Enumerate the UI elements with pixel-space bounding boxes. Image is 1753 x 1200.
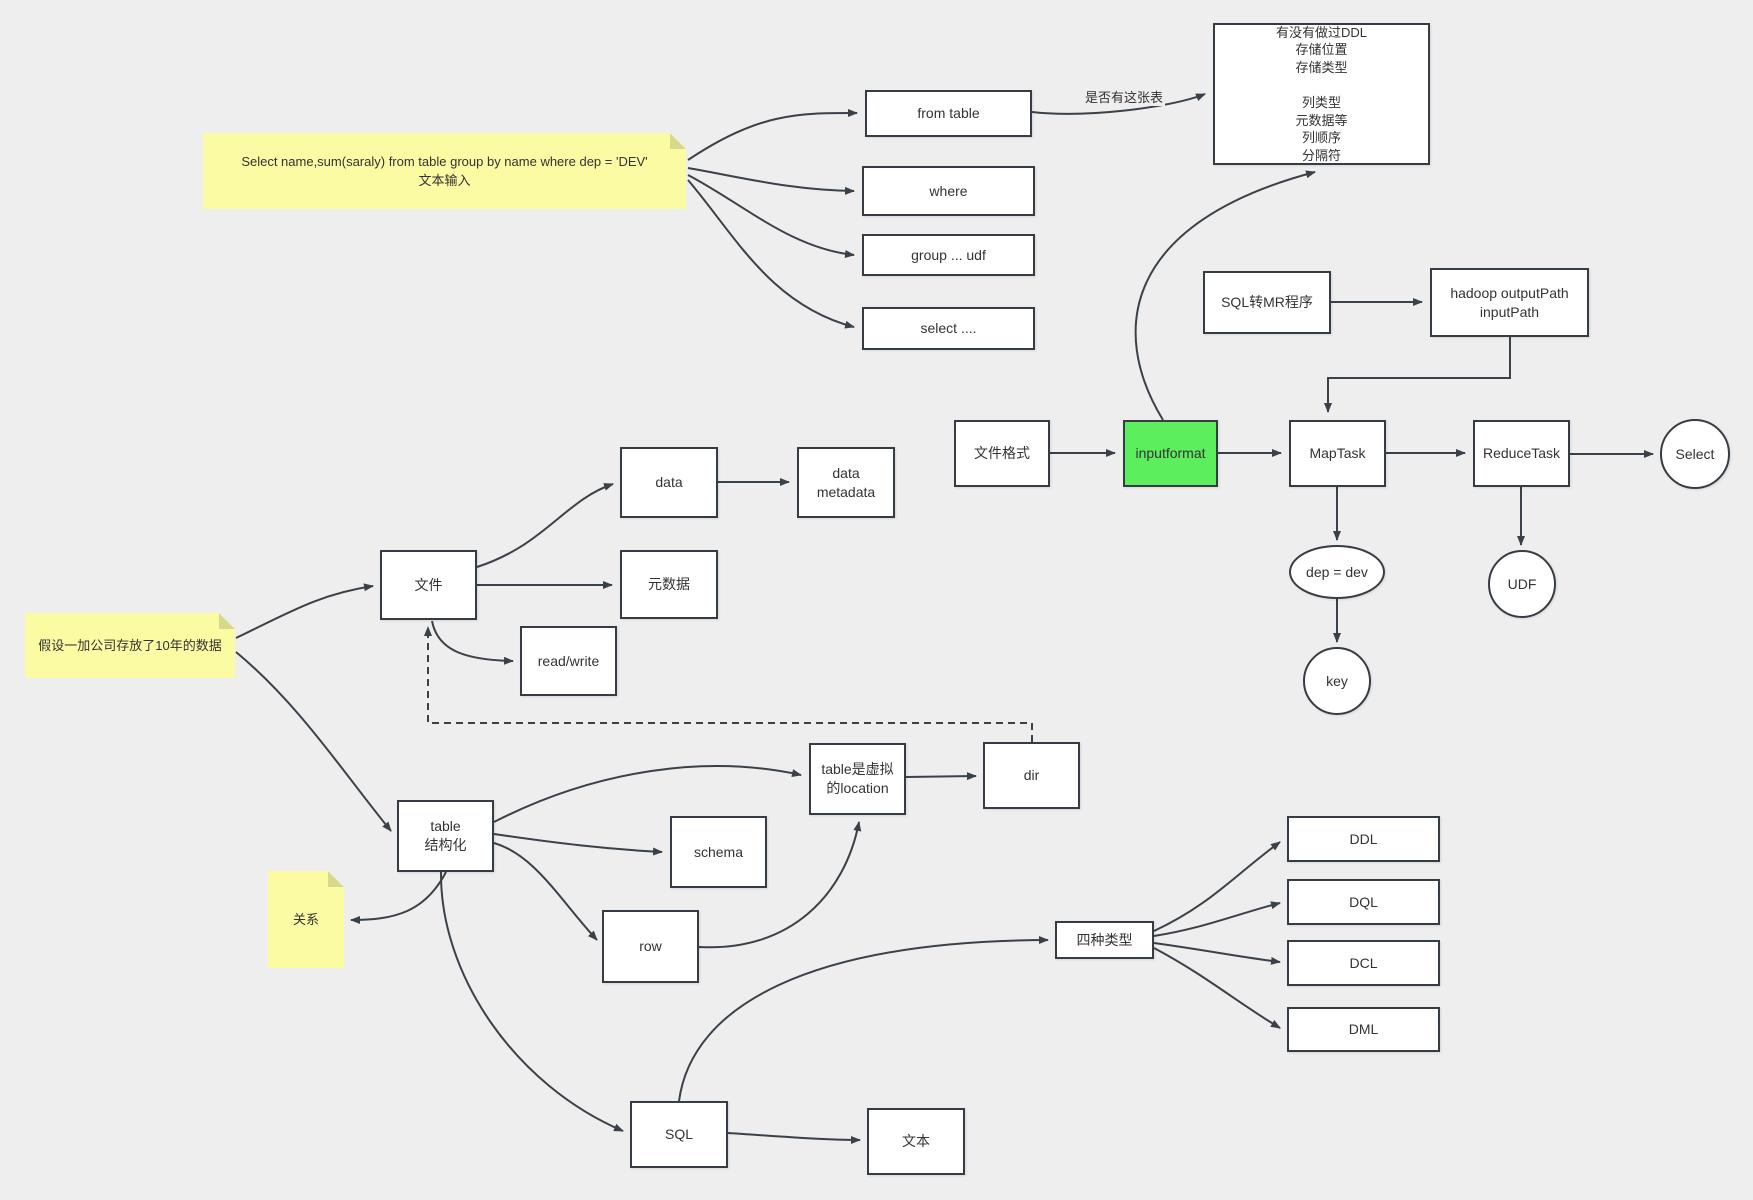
node-row[interactable]: row	[602, 910, 699, 983]
node-sql[interactable]: SQL	[630, 1101, 728, 1168]
node-inputformat[interactable]: inputformat	[1123, 420, 1218, 487]
node-from-table[interactable]: from table	[865, 90, 1032, 137]
edge-from-table-to-ddl-info[interactable]	[1031, 93, 1206, 115]
node-text-cn[interactable]: 文本	[867, 1108, 965, 1175]
edge-table-to-sql[interactable]	[439, 871, 624, 1132]
node-schema[interactable]: schema	[670, 816, 767, 888]
node-table-structured[interactable]: table 结构化	[397, 800, 494, 872]
edge-table-to-schema[interactable]	[493, 833, 663, 856]
node-map-task[interactable]: MapTask	[1289, 420, 1386, 487]
edge-hadoop-to-maptask[interactable]	[1324, 337, 1511, 413]
edge-fourtypes-to-dml[interactable]	[1153, 947, 1281, 1029]
edge-note-to-where[interactable]	[687, 167, 855, 195]
node-select-dots[interactable]: select ....	[862, 307, 1035, 350]
edge-note10y-to-table[interactable]	[235, 651, 392, 832]
edge-inputformat-to-ddl-info[interactable]	[1134, 170, 1316, 421]
node-data-metadata[interactable]: data metadata	[797, 447, 895, 518]
node-hadoop-paths[interactable]: hadoop outputPath inputPath	[1430, 268, 1589, 337]
node-dcl[interactable]: DCL	[1287, 940, 1440, 986]
edge-sql-to-text[interactable]	[727, 1132, 861, 1144]
node-select-circle[interactable]: Select	[1660, 419, 1730, 489]
edge-label-table-exists[interactable]: 是否有这张表	[1083, 87, 1166, 106]
edge-note-to-select[interactable]	[687, 179, 855, 329]
node-read-write[interactable]: read/write	[520, 626, 617, 696]
node-group-udf[interactable]: group ... udf	[862, 234, 1035, 276]
edge-dir-to-file-dashed[interactable]	[424, 626, 1033, 742]
node-where[interactable]: where	[862, 166, 1035, 216]
edge-note-to-group[interactable]	[687, 174, 855, 258]
sticky-note-ten-years[interactable]: 假设一加公司存放了10年的数据	[25, 613, 235, 678]
node-table-virtual[interactable]: table是虚拟 的location	[809, 743, 906, 815]
edge-table-to-row[interactable]	[493, 842, 598, 941]
node-dml[interactable]: DML	[1287, 1007, 1440, 1052]
edge-file-to-readwrite[interactable]	[431, 620, 514, 665]
sticky-note-ten-years-text: 假设一加公司存放了10年的数据	[38, 637, 222, 653]
edge-fourtypes-to-dql[interactable]	[1153, 901, 1281, 937]
sticky-note-sql-input-text: Select name,sum(saraly) from table group…	[241, 153, 648, 188]
node-dep-dev[interactable]: dep = dev	[1289, 545, 1385, 599]
node-dir[interactable]: dir	[983, 742, 1080, 809]
node-dql[interactable]: DQL	[1287, 879, 1440, 925]
edge-table-to-relation-note[interactable]	[350, 871, 447, 924]
edge-sql-to-fourtypes[interactable]	[678, 936, 1049, 1102]
node-reduce-task[interactable]: ReduceTask	[1473, 420, 1570, 487]
node-sql-to-mr[interactable]: SQL转MR程序	[1203, 271, 1331, 334]
node-data[interactable]: data	[620, 447, 718, 518]
edge-virtual-to-dir[interactable]	[905, 772, 977, 781]
edge-row-to-virtual[interactable]	[698, 821, 862, 949]
sticky-note-relation[interactable]: 关系	[268, 871, 344, 968]
edge-note-to-from-table[interactable]	[687, 108, 858, 161]
node-ddl-info[interactable]: 有没有做过DDL 存储位置 存储类型 列类型 元数据等 列顺序 分隔符	[1213, 23, 1430, 165]
node-file-format[interactable]: 文件格式	[954, 420, 1050, 487]
sticky-note-relation-text: 关系	[292, 911, 319, 927]
edge-fourtypes-to-dcl[interactable]	[1153, 942, 1281, 965]
node-udf[interactable]: UDF	[1488, 550, 1556, 618]
node-metadata-cn[interactable]: 元数据	[620, 550, 718, 619]
edge-table-to-virtual[interactable]	[493, 765, 802, 823]
sticky-note-sql-input[interactable]: Select name,sum(saraly) from table group…	[203, 133, 686, 209]
node-file[interactable]: 文件	[380, 550, 477, 620]
edge-fourtypes-to-ddl[interactable]	[1153, 841, 1281, 932]
edge-file-to-data[interactable]	[476, 483, 614, 568]
node-ddl[interactable]: DDL	[1287, 816, 1440, 862]
edge-note10y-to-file[interactable]	[235, 583, 374, 639]
node-key[interactable]: key	[1303, 647, 1371, 715]
node-four-types[interactable]: 四种类型	[1055, 921, 1154, 959]
